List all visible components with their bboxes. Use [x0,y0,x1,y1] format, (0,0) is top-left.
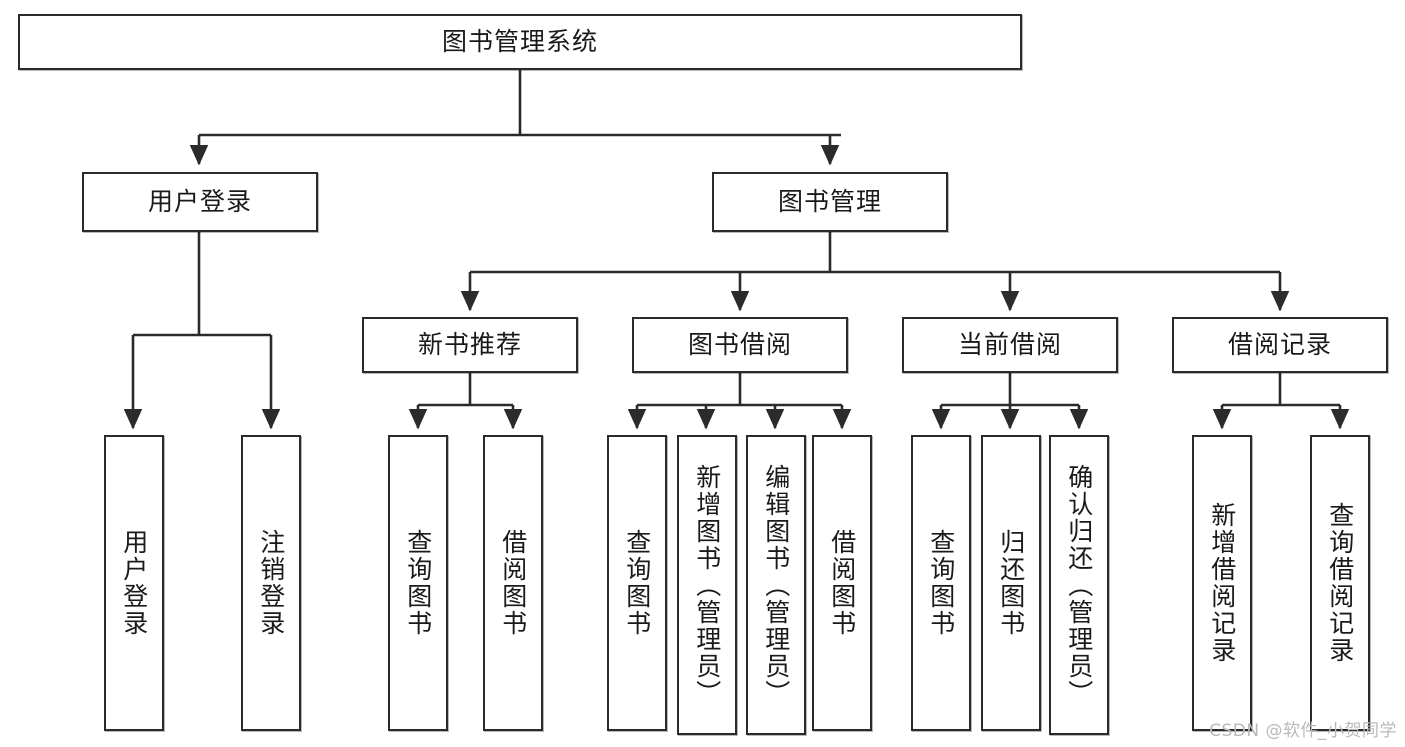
leaf-add-book-admin[interactable]: 新增图书（管理员） [677,435,737,735]
leaf-label: 编辑图书（管理员） [761,463,791,707]
leaf-label: 新增借阅记录 [1207,502,1237,664]
csdn-watermark: CSDN @软件_小贺同学 [1209,721,1397,741]
leaf-return-book[interactable]: 归还图书 [981,435,1041,731]
leaf-label: 查询图书 [403,529,433,637]
leaf-label: 注销登录 [256,529,286,637]
leaf-label: 查询借阅记录 [1325,502,1355,664]
leaf-label: 用户登录 [119,529,149,637]
leaf-label: 查询图书 [622,529,652,637]
node-user-login[interactable]: 用户登录 [82,172,318,232]
leaf-label: 查询图书 [926,529,956,637]
leaf-confirm-return-admin[interactable]: 确认归还（管理员） [1049,435,1109,735]
leaf-edit-book-admin[interactable]: 编辑图书（管理员） [746,435,806,735]
leaf-query-book-current[interactable]: 查询图书 [911,435,971,731]
node-borrow-record[interactable]: 借阅记录 [1172,317,1388,373]
leaf-borrow-book-recommend[interactable]: 借阅图书 [483,435,543,731]
node-book-manage[interactable]: 图书管理 [712,172,948,232]
leaf-label: 借阅图书 [498,529,528,637]
leaf-query-borrow-record[interactable]: 查询借阅记录 [1310,435,1370,731]
leaf-user-login[interactable]: 用户登录 [104,435,164,731]
node-new-book-recommend[interactable]: 新书推荐 [362,317,578,373]
leaf-add-borrow-record[interactable]: 新增借阅记录 [1192,435,1252,731]
leaf-label: 借阅图书 [827,529,857,637]
leaf-label: 确认归还（管理员） [1064,463,1094,707]
leaf-logout-login[interactable]: 注销登录 [241,435,301,731]
leaf-label: 新增图书（管理员） [692,463,722,707]
node-current-borrow[interactable]: 当前借阅 [902,317,1118,373]
leaf-query-book-recommend[interactable]: 查询图书 [388,435,448,731]
node-root-system[interactable]: 图书管理系统 [18,14,1022,70]
leaf-label: 归还图书 [996,529,1026,637]
node-book-borrow[interactable]: 图书借阅 [632,317,848,373]
leaf-borrow-book-borrow[interactable]: 借阅图书 [812,435,872,731]
leaf-query-book-borrow[interactable]: 查询图书 [607,435,667,731]
